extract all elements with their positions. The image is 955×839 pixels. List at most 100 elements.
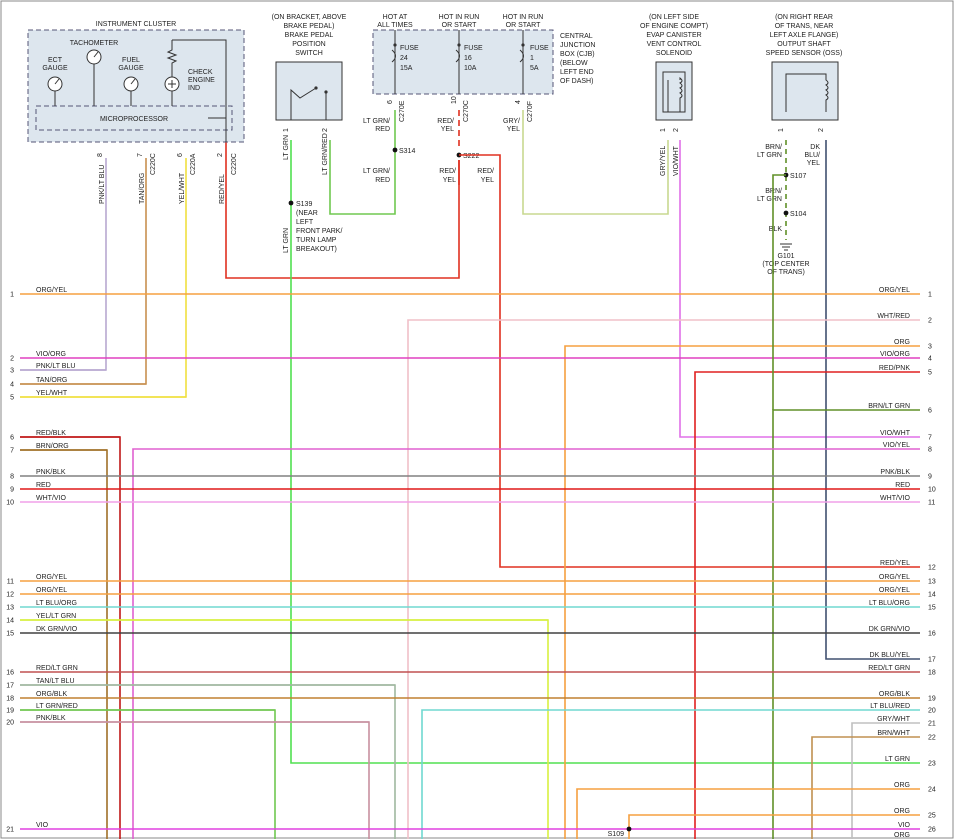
right-row-number: 8 bbox=[928, 447, 932, 454]
cluster-pin-2: 2 bbox=[217, 153, 224, 157]
right-row-number: 20 bbox=[928, 708, 936, 715]
oss-wire-mid-b: LT GRN bbox=[757, 196, 782, 203]
left-row-label: YEL/WHT bbox=[36, 390, 68, 397]
right-row-number: 21 bbox=[928, 721, 936, 728]
check-label-1: CHECK bbox=[188, 69, 213, 76]
right-row-label: PNK/BLK bbox=[880, 469, 910, 476]
right-row-number: 2 bbox=[928, 318, 932, 325]
wire-org-trunk-24 bbox=[576, 788, 920, 839]
cluster-connector-c220a: C220A bbox=[190, 153, 197, 175]
right-row-number: 1 bbox=[928, 292, 932, 299]
wire-org-trunk-25 bbox=[628, 814, 920, 839]
wire-brn-wht-trunk bbox=[811, 736, 920, 839]
wire-label-pnk-lt-blu: PNK/LT BLU bbox=[99, 165, 106, 204]
right-row-label: ORG/YEL bbox=[879, 574, 910, 581]
evap-desc-2: OF ENGINE COMPT) bbox=[640, 23, 708, 30]
s139-label-3: LEFT bbox=[296, 219, 314, 226]
s139-wire-lt-grn: LT GRN bbox=[283, 228, 290, 253]
wire-org-trunk bbox=[564, 345, 920, 839]
s139-label-2: (NEAR bbox=[296, 210, 318, 217]
fuse16-num: 16 bbox=[464, 55, 472, 62]
fuel-label-2: GAUGE bbox=[118, 65, 144, 72]
right-row-number: 25 bbox=[928, 813, 936, 820]
right-row-label: ORG/YEL bbox=[879, 287, 910, 294]
left-row-number: 13 bbox=[6, 605, 14, 612]
evap-vent-solenoid: (ON LEFT SIDE OF ENGINE COMPT) EVAP CANI… bbox=[640, 14, 708, 176]
cjb-desc-6: OF DASH) bbox=[560, 78, 593, 85]
left-row-number: 10 bbox=[6, 500, 14, 507]
right-row-number: 16 bbox=[928, 631, 936, 638]
switch-pin-2: 2 bbox=[322, 128, 329, 132]
right-row-label: VIO bbox=[898, 822, 911, 829]
wire-lt-grn-red-trunk bbox=[20, 709, 276, 839]
switch-desc-4: POSITION bbox=[292, 41, 325, 48]
left-row-number: 12 bbox=[6, 592, 14, 599]
wire-lt-grn-red bbox=[329, 110, 396, 215]
switch-wire-lt-grn-red: LT GRN/RED bbox=[322, 133, 329, 175]
output-shaft-speed-sensor: (ON RIGHT REAR OF TRANS, NEAR LEFT AXLE … bbox=[757, 14, 842, 410]
evap-desc-3: EVAP CANISTER bbox=[646, 32, 701, 39]
splice-s139: S139 (NEAR LEFT FRONT PARK/ TURN LAMP BR… bbox=[283, 200, 342, 253]
evap-wire-gry-yel: GRY/YEL bbox=[660, 146, 667, 176]
tachometer-label: TACHOMETER bbox=[70, 40, 118, 47]
right-row-label: LT BLU/ORG bbox=[869, 600, 910, 607]
wire-gry-yel bbox=[522, 110, 669, 215]
right-row-label: VIO/YEL bbox=[883, 442, 910, 449]
switch-desc-5: SWITCH bbox=[295, 50, 323, 57]
cjb-wire2c-b: YEL bbox=[481, 177, 494, 184]
oss-blk-label: BLK bbox=[769, 226, 783, 233]
right-row-label: GRY/WHT bbox=[877, 716, 911, 723]
left-row-label: VIO/ORG bbox=[36, 351, 66, 358]
right-row-number: 4 bbox=[928, 356, 932, 363]
right-row-number: 12 bbox=[928, 565, 936, 572]
oss-pin-2: 2 bbox=[818, 128, 825, 132]
left-row-label: BRN/ORG bbox=[36, 443, 69, 450]
s139-label-6: BREAKOUT) bbox=[296, 246, 337, 253]
fuse24-num: 24 bbox=[400, 55, 408, 62]
right-row-number: 10 bbox=[928, 487, 936, 494]
oss-wire-right-c: YEL bbox=[807, 160, 820, 167]
left-row-label: PNK/BLK bbox=[36, 469, 66, 476]
cjb-conn-c270f: C270F bbox=[527, 101, 534, 122]
left-row-label: PNK/LT BLU bbox=[36, 363, 75, 370]
oss-desc-1: (ON RIGHT REAR bbox=[775, 14, 833, 21]
check-label-2: ENGINE bbox=[188, 77, 215, 84]
wire-label-yel-wht: YEL/WHT bbox=[179, 172, 186, 204]
right-row-label: WHT/VIO bbox=[880, 495, 910, 502]
cluster-title: INSTRUMENT CLUSTER bbox=[96, 21, 176, 28]
instrument-cluster: INSTRUMENT CLUSTER MICROPROCESSOR TACHOM… bbox=[27, 21, 245, 204]
wire-yel-lt-grn-trunk bbox=[20, 619, 549, 839]
s139-label-1: S139 bbox=[296, 201, 312, 208]
oss-wire-right-b: BLU/ bbox=[804, 152, 820, 159]
left-row-number: 18 bbox=[6, 696, 14, 703]
right-row-label: DK GRN/VIO bbox=[869, 626, 911, 633]
evap-desc-5: SOLENOID bbox=[656, 50, 692, 57]
right-row-label: VIO/ORG bbox=[880, 351, 910, 358]
right-row-label: ORG/BLK bbox=[879, 691, 910, 698]
oss-desc-2: OF TRANS, NEAR bbox=[775, 23, 834, 30]
right-row-label: LT GRN bbox=[885, 756, 910, 763]
fuse1-label: FUSE bbox=[530, 45, 549, 52]
oss-wire-left-a: BRN/ bbox=[765, 144, 782, 151]
left-row-label: ORG/YEL bbox=[36, 287, 67, 294]
wire-label-tan-org: TAN/ORG bbox=[139, 173, 146, 204]
right-row-label: RED bbox=[895, 482, 910, 489]
right-row-label: ORG bbox=[894, 339, 910, 346]
cjb-desc-1: CENTRAL bbox=[560, 33, 593, 40]
cluster-pin-6: 6 bbox=[177, 153, 184, 157]
check-label-3: IND bbox=[188, 85, 200, 92]
evap-pin-1: 1 bbox=[660, 128, 667, 132]
right-row-label: ORG/YEL bbox=[879, 587, 910, 594]
oss-wire-right-a: DK bbox=[810, 144, 820, 151]
right-row-label: LT BLU/RED bbox=[870, 703, 910, 710]
right-row-number: 6 bbox=[928, 408, 932, 415]
left-row-number: 14 bbox=[6, 618, 14, 625]
left-row-label: RED/BLK bbox=[36, 430, 66, 437]
right-row-number: 9 bbox=[928, 474, 932, 481]
right-row-number: 26 bbox=[928, 827, 936, 834]
left-row-label: YEL/LT GRN bbox=[36, 613, 76, 620]
cjb-hot2-a: HOT IN RUN bbox=[439, 14, 480, 21]
right-row-label: BRN/LT GRN bbox=[868, 403, 910, 410]
